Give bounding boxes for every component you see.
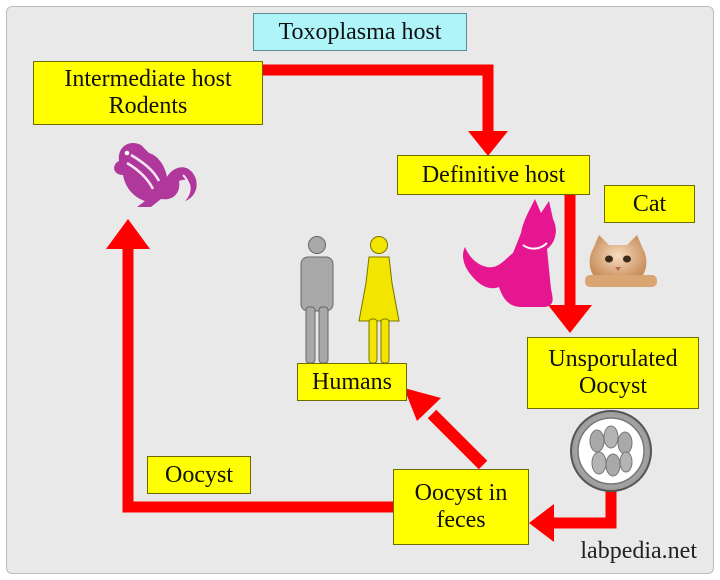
diagram-graphics (106, 64, 657, 542)
oocyst-cell-icon (570, 410, 652, 492)
oocyst-box: Oocyst (147, 456, 251, 494)
unsporulated-oocyst-box: Unsporulated Oocyst (527, 337, 699, 409)
intermediate-host-box: Intermediate host Rodents (33, 61, 263, 125)
definitive-host-box: Definitive host (397, 155, 590, 195)
female-person-icon (358, 236, 400, 364)
arrow-feces-to-intermediate (106, 219, 393, 513)
oocyst-in-feces-box: Oocyst in feces (393, 469, 529, 545)
cat-photo-icon (585, 235, 657, 287)
humans-box: Humans (297, 363, 407, 401)
arrow-feces-to-humans (404, 388, 488, 470)
source-label: labpedia.net (580, 538, 697, 564)
male-person-icon (300, 236, 334, 364)
title-box: Toxoplasma host (253, 13, 467, 51)
arrow-definitive-to-unsporulated (548, 194, 592, 333)
cat-silhouette-icon (463, 199, 556, 307)
chipmunk-icon (114, 142, 197, 207)
arrow-oocyst-cell-to-feces (529, 491, 617, 542)
cat-box: Cat (604, 185, 695, 223)
diagram-canvas: Toxoplasma host Intermediate host Rodent… (6, 6, 714, 574)
arrow-intermediate-to-definitive (263, 64, 508, 156)
